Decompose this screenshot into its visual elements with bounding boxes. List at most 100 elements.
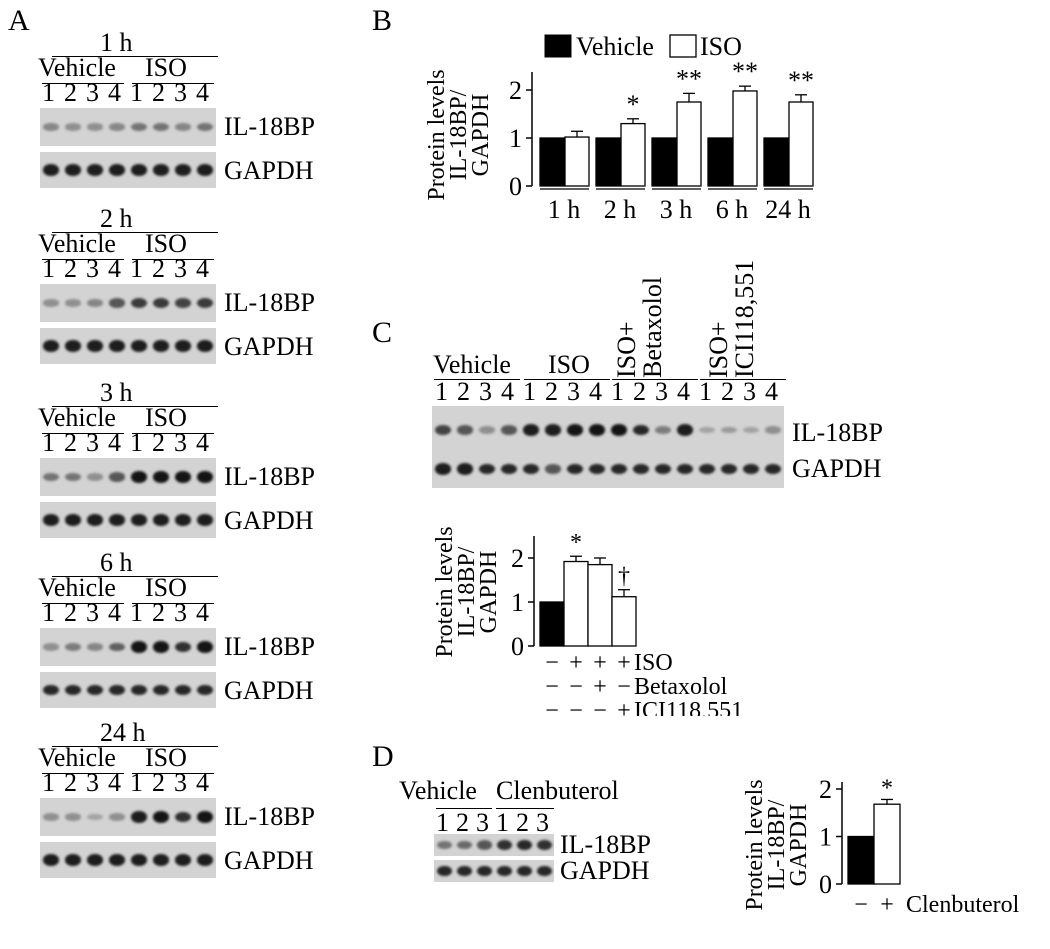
vehicle-divider bbox=[42, 773, 124, 774]
significance-mark: † bbox=[618, 564, 630, 590]
vehicle-label: Vehicle bbox=[38, 573, 116, 602]
panel-a-il-18bp-band bbox=[130, 471, 148, 483]
panel-a-il-18bp-band bbox=[64, 123, 82, 131]
bar bbox=[732, 90, 758, 187]
panel-a-il-18bp-band bbox=[196, 471, 214, 483]
panel-c-il-18bp-band bbox=[764, 426, 782, 434]
treatment-sign: − bbox=[617, 674, 631, 700]
panel-a-gapdh-band bbox=[64, 164, 82, 176]
panel-a-gapdh-band bbox=[174, 684, 192, 696]
lane-number: 1 bbox=[42, 768, 55, 797]
panel-d-gapdh-band bbox=[436, 865, 452, 877]
panel-a-il-18bp-band bbox=[42, 813, 60, 821]
panel-c-gapdh-band bbox=[764, 463, 782, 475]
panel-d-gapdh-strip bbox=[434, 860, 554, 882]
significance-mark: * bbox=[627, 90, 640, 119]
lane-number: 4 bbox=[196, 598, 209, 627]
panel-a-il-18bp-band bbox=[42, 123, 60, 131]
treatment-sign: + bbox=[593, 674, 607, 700]
iso-divider bbox=[132, 773, 214, 774]
panel-a-gapdh-band bbox=[196, 514, 214, 526]
treatment-sign: + bbox=[617, 698, 631, 716]
panel-a-il-18bp-band bbox=[108, 813, 126, 821]
panel-d-il-18bp-band bbox=[476, 840, 492, 850]
panel-d-il-18bp-band bbox=[436, 840, 452, 850]
panel-a-gapdh-band bbox=[86, 340, 104, 352]
lane-number: 3 bbox=[567, 377, 580, 406]
panel-a-gapdh-band bbox=[108, 684, 126, 696]
lane-number: 2 bbox=[152, 598, 165, 627]
panel-a-il-18bp-band bbox=[108, 472, 126, 482]
bar bbox=[564, 136, 590, 187]
row-label: GAPDH bbox=[224, 332, 314, 361]
panel-a-gapdh-strip bbox=[40, 842, 216, 878]
panel-a-gapdh-band bbox=[64, 854, 82, 866]
treatment-label: Betaxolol bbox=[634, 674, 728, 700]
y-tick-label: 0 bbox=[511, 632, 524, 661]
panel-c-il-18bp-band bbox=[478, 426, 496, 434]
lane-number: 1 bbox=[42, 598, 55, 627]
row-label: IL-18BP bbox=[560, 830, 651, 859]
lane-number: 3 bbox=[86, 598, 99, 627]
y-axis-label-line: IL-18BP/ bbox=[764, 799, 790, 890]
panel-a-letter: A bbox=[8, 4, 30, 37]
time-label: 3 h bbox=[100, 378, 133, 407]
panel-a-il-18bp-band bbox=[42, 472, 60, 482]
vehicle-divider bbox=[42, 433, 124, 434]
lane-number: 4 bbox=[765, 377, 778, 406]
group-label-line: ICI118,551 bbox=[730, 259, 759, 378]
iso-divider bbox=[132, 259, 214, 260]
y-axis-label-line: IL-18BP/ bbox=[454, 546, 480, 637]
panel-d-letter: D bbox=[372, 740, 394, 773]
lane-number: 2 bbox=[152, 254, 165, 283]
panel-a-gapdh-band bbox=[130, 340, 148, 352]
lane-number: 2 bbox=[721, 377, 734, 406]
lane-number: 1 bbox=[130, 254, 143, 283]
treatment-sign: − bbox=[545, 698, 559, 716]
significance-mark: ** bbox=[788, 66, 814, 95]
treatment-divider bbox=[496, 808, 554, 809]
panel-a-gapdh-band bbox=[174, 164, 192, 176]
iso-label: ISO bbox=[145, 743, 187, 772]
treatment-label: Clenbuterol bbox=[906, 892, 1020, 918]
time-label: 2 h bbox=[100, 204, 133, 233]
y-tick-label: 2 bbox=[819, 775, 832, 804]
y-tick-label: 1 bbox=[511, 588, 524, 617]
panel-a-gapdh-band bbox=[86, 164, 104, 176]
panel-a-gapdh-band bbox=[42, 514, 60, 526]
panel-c-il-18bp-band bbox=[522, 424, 540, 436]
vehicle-label: Vehicle bbox=[399, 776, 477, 805]
significance-mark: * bbox=[881, 775, 893, 801]
panel-a-il-18bp-band bbox=[64, 472, 82, 482]
legend-label-vehicle: Vehicle bbox=[576, 32, 654, 61]
panel-d-il-18bp-band bbox=[496, 839, 512, 851]
vehicle-label: Vehicle bbox=[38, 53, 116, 82]
lane-number: 4 bbox=[108, 428, 121, 457]
panel-c-gapdh-band bbox=[522, 463, 540, 475]
lane-number: 3 bbox=[86, 254, 99, 283]
panel-d-gapdh-band bbox=[536, 865, 552, 877]
bar bbox=[611, 596, 637, 647]
legend-swatch-iso bbox=[669, 34, 697, 58]
panel-c-gapdh-band bbox=[632, 463, 650, 475]
panel-c-gapdh-band bbox=[566, 463, 584, 475]
row-label: GAPDH bbox=[224, 846, 314, 875]
lane-number: 2 bbox=[516, 808, 529, 837]
lane-number: 1 bbox=[130, 768, 143, 797]
panel-a-gapdh-band bbox=[64, 684, 82, 696]
row-label: GAPDH bbox=[224, 506, 314, 535]
panel-a-gapdh-band bbox=[42, 684, 60, 696]
y-axis-label-line: Protein levels bbox=[432, 526, 458, 657]
panel-c-letter: C bbox=[372, 316, 393, 349]
lane-number: 1 bbox=[42, 428, 55, 457]
panel-a-gapdh-band bbox=[108, 340, 126, 352]
panel-a-il-18bp-band bbox=[152, 471, 170, 483]
significance-mark: ** bbox=[676, 64, 702, 93]
panel-a-il-18bp-band bbox=[130, 641, 148, 653]
panel-c-il-18bp-band bbox=[500, 425, 518, 435]
panel-a-gapdh-band bbox=[196, 164, 214, 176]
panel-a-gapdh-strip bbox=[40, 152, 216, 188]
lane-number: 3 bbox=[174, 598, 187, 627]
bar bbox=[595, 137, 621, 187]
